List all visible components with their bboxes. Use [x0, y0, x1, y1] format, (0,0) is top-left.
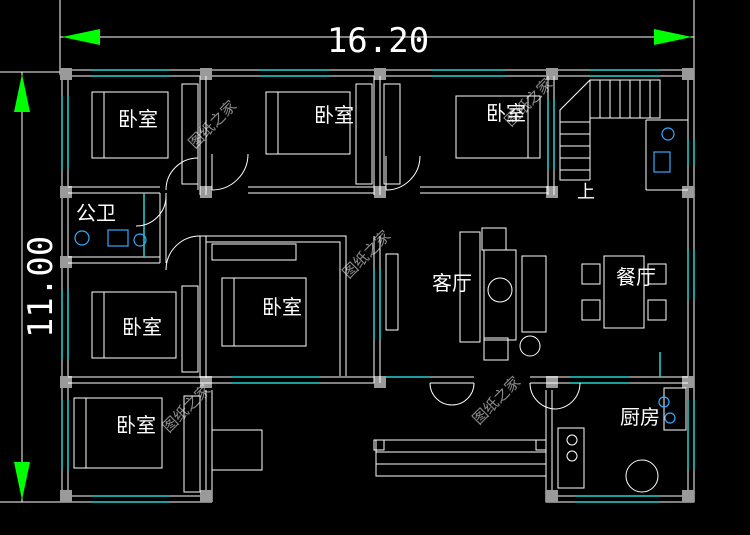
room-label-public-bathroom: 公卫: [76, 201, 116, 225]
furniture: [73, 83, 687, 493]
windows: [61, 69, 695, 503]
room-label-bedroom-top-right: 卧室: [486, 101, 526, 125]
room-label-bedroom-center: 卧室: [262, 295, 302, 319]
room-labels: 卧室 卧室 卧室 公卫 卧室 卧室 卧室 客厅 餐厅 厨房: [76, 101, 660, 437]
height-dimension-label: 11.00: [21, 236, 61, 338]
counter: [663, 387, 687, 431]
counter: [557, 427, 585, 489]
bathroom-fixtures: [74, 127, 676, 424]
watermarks: 图纸之家 图纸之家 图纸之家 图纸之家 图纸之家: [159, 75, 556, 436]
dining-table: [603, 255, 645, 329]
watermark: 图纸之家: [469, 373, 524, 428]
doors: [135, 153, 581, 410]
width-dimension-label: 16.20: [327, 21, 429, 61]
wardrobe: [181, 285, 199, 373]
exterior-walls: [61, 69, 695, 503]
wardrobe: [181, 83, 199, 185]
staircase: [559, 79, 661, 181]
room-label-dining-room: 餐厅: [616, 265, 656, 289]
arrow-top: [14, 74, 30, 112]
toilet: [661, 127, 675, 141]
interior-walls: [68, 76, 688, 471]
wardrobe: [383, 83, 401, 185]
room-label-living-room: 客厅: [432, 271, 472, 295]
arrow-left: [62, 29, 100, 45]
wardrobe: [211, 243, 297, 261]
arrow-bottom: [14, 462, 30, 500]
sofa: [521, 255, 547, 333]
tv-cabinet: [385, 253, 399, 331]
room-label-bedroom-bottom-left: 卧室: [116, 413, 156, 437]
room-label-bedroom-top-left: 卧室: [118, 107, 158, 131]
room-label-bedroom-top-middle: 卧室: [314, 103, 354, 127]
toilet: [74, 230, 90, 246]
dimension-lines: [0, 0, 695, 503]
wardrobe: [183, 395, 201, 493]
wardrobe: [355, 83, 373, 185]
sofa: [459, 231, 481, 343]
stairs-up-label: 上: [577, 182, 595, 203]
watermark: 图纸之家: [185, 97, 240, 152]
room-label-bedroom-left-middle: 卧室: [122, 315, 162, 339]
arrow-right: [654, 29, 692, 45]
dimension-arrows: [14, 29, 692, 500]
room-label-kitchen: 厨房: [620, 405, 660, 429]
